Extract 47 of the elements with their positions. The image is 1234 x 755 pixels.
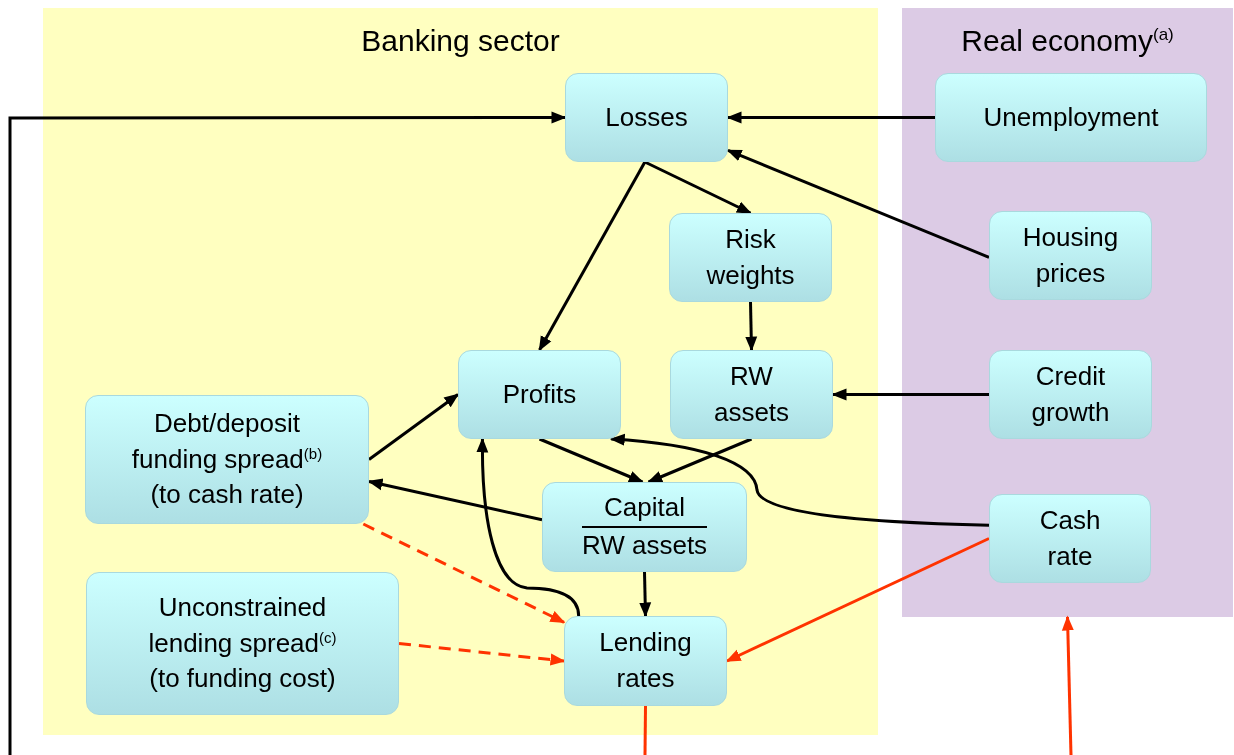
arrow — [639, 571, 652, 618]
arrow — [726, 111, 935, 124]
process-box — [458, 350, 621, 439]
node-label: Credit growth — [1030, 359, 1111, 429]
process-box — [935, 73, 1207, 162]
process-box — [670, 350, 833, 439]
arrow — [398, 642, 566, 666]
arrow — [831, 388, 989, 401]
arrow — [644, 160, 752, 215]
arrow — [362, 522, 566, 624]
process-box — [85, 395, 369, 524]
denominator-text: RW assets — [581, 526, 708, 564]
node-label: Cash rate — [1038, 503, 1102, 573]
arrow — [725, 537, 990, 663]
arrow — [745, 301, 758, 352]
arrow — [647, 437, 753, 484]
node-label: Risk weights — [705, 222, 796, 292]
process-box — [564, 616, 727, 706]
process-box — [542, 482, 747, 572]
arrow — [1061, 615, 1074, 755]
process-box — [86, 572, 399, 715]
process-box — [989, 211, 1152, 300]
process-box — [669, 213, 832, 302]
node-label: Debt/deposit funding spread$^{(b)}$ (to cash rate) — [130, 406, 324, 512]
process-box — [565, 73, 728, 162]
arrow — [726, 149, 990, 259]
node-label: Unemployment — [983, 100, 1159, 134]
process-box — [989, 494, 1151, 583]
node-label: RW assets — [712, 359, 791, 429]
sector-panel — [902, 8, 1233, 617]
arrow — [476, 437, 581, 617]
panel-title: Real economy$^{(a)}$ — [960, 24, 1175, 58]
sector-panel — [43, 8, 878, 735]
node-label: Profits — [502, 377, 577, 411]
arrow — [538, 437, 644, 484]
node-label: Losses — [605, 100, 688, 134]
process-box — [989, 350, 1152, 439]
arrow — [367, 478, 543, 522]
arrow — [8, 111, 567, 755]
numerator-text: Capital — [604, 491, 685, 525]
arrow — [609, 433, 990, 527]
node-label: Unconstrained lending spread$^{(c)}$ (to funding cost) — [147, 590, 338, 696]
panel-title: Banking sector — [360, 24, 561, 58]
node-label: Lending rates — [598, 626, 693, 695]
node-label: Housing prices — [1021, 220, 1120, 290]
arrow — [368, 393, 460, 461]
arrow — [538, 161, 647, 352]
